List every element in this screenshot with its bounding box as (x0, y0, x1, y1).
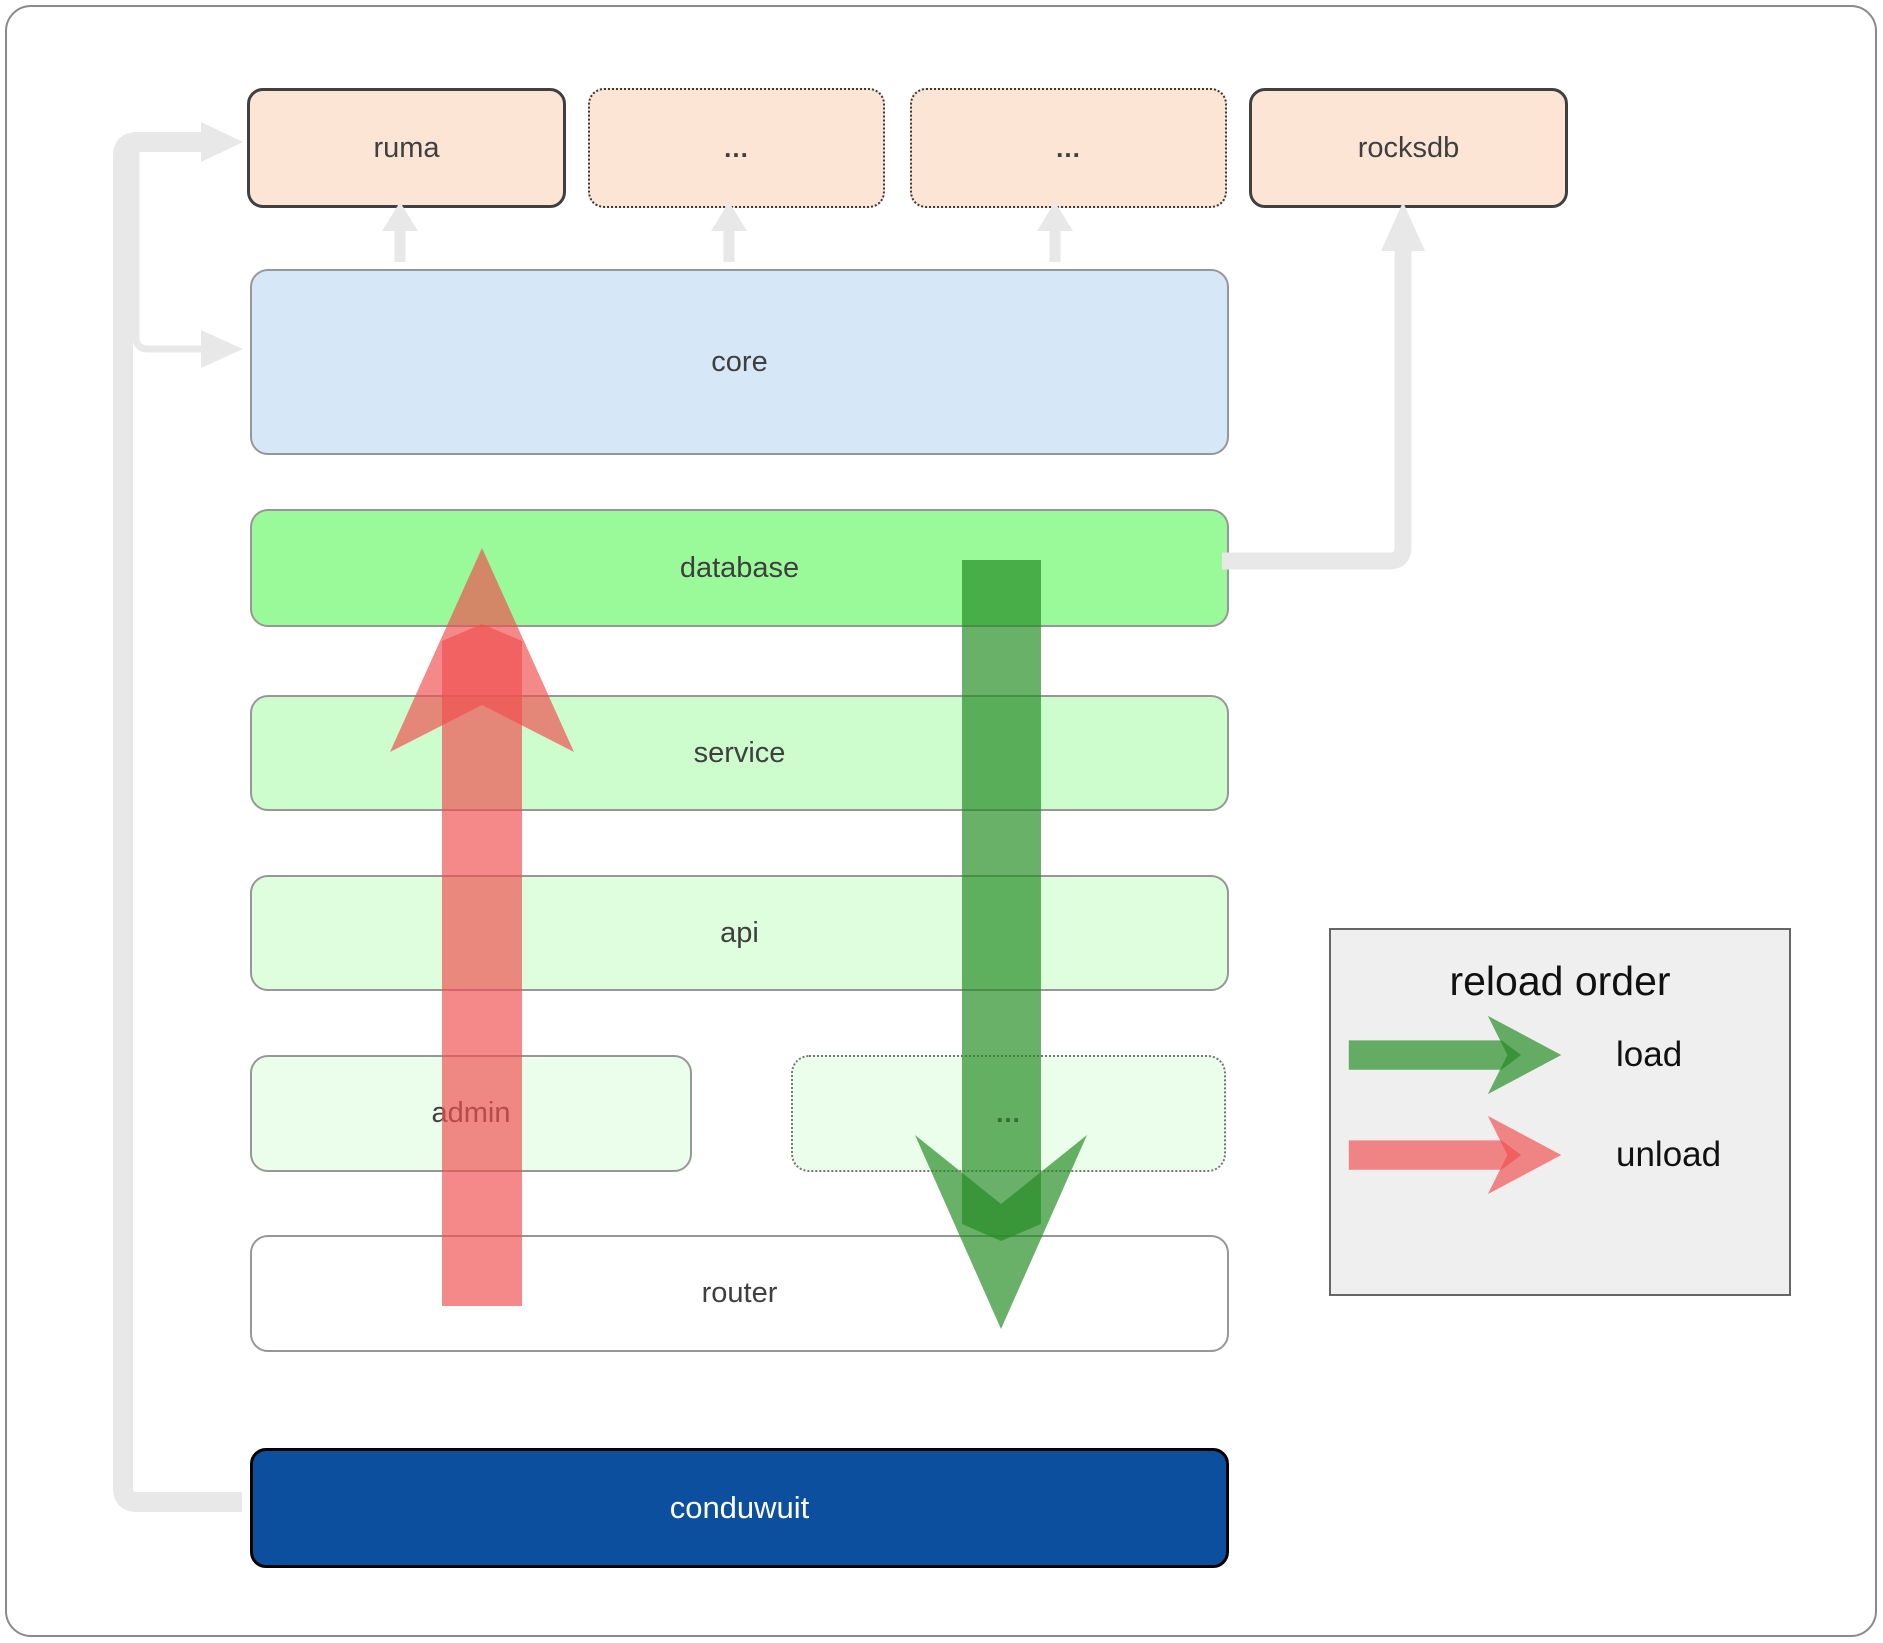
load-arrow-icon (1348, 1015, 1562, 1095)
node-ellipsis-1-label: ... (724, 132, 749, 163)
node-ruma-label: ruma (373, 131, 440, 164)
node-api-label: api (720, 916, 759, 949)
node-admin: admin (250, 1055, 692, 1172)
node-service: service (250, 695, 1229, 811)
diagram-canvas: ruma ... ... rocksdb core database servi… (5, 5, 1877, 1637)
node-conduwuit-label: conduwuit (669, 1490, 810, 1525)
node-conduwuit: conduwuit (250, 1448, 1229, 1568)
legend-unload-label: unload (1616, 1135, 1722, 1174)
node-router-label: router (701, 1277, 778, 1309)
node-core-label: core (711, 345, 768, 378)
unload-arrow-icon (1348, 1115, 1562, 1195)
node-rocksdb-label: rocksdb (1357, 131, 1460, 164)
node-core: core (250, 269, 1229, 455)
node-database: database (250, 509, 1229, 627)
node-ellipsis-3: ... (791, 1055, 1226, 1172)
legend-load-label: load (1616, 1035, 1683, 1074)
legend-item-unload: unload (1339, 1105, 1721, 1205)
node-ellipsis-1: ... (588, 88, 885, 208)
node-router: router (250, 1235, 1229, 1352)
node-database-label: database (679, 551, 800, 584)
legend-item-load: load (1339, 1005, 1682, 1105)
node-service-label: service (693, 736, 786, 769)
node-ellipsis-3-label: ... (996, 1098, 1021, 1128)
node-rocksdb: rocksdb (1249, 88, 1568, 208)
node-ellipsis-2-label: ... (1056, 132, 1081, 163)
node-ellipsis-2: ... (910, 88, 1227, 208)
legend: reload order load unload (1329, 928, 1791, 1296)
node-admin-label: admin (431, 1097, 511, 1129)
node-ruma: ruma (247, 88, 566, 208)
node-api: api (250, 875, 1229, 991)
legend-title: reload order (1449, 958, 1671, 1004)
